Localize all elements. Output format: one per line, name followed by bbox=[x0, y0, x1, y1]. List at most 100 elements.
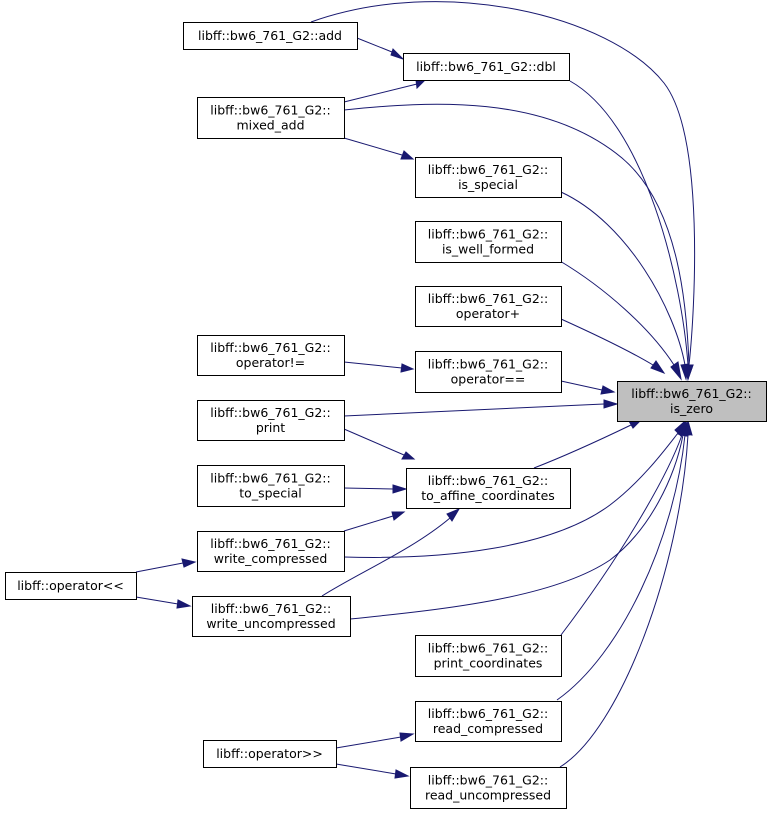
edge-line bbox=[343, 83, 418, 103]
edge-line bbox=[556, 434, 686, 701]
node-box bbox=[183, 22, 358, 50]
edge-write_uncompressed-to-is_zero bbox=[349, 420, 688, 620]
edge-line bbox=[343, 137, 403, 156]
edge-line bbox=[343, 432, 679, 558]
edge-line bbox=[343, 428, 405, 456]
node-label: is_special bbox=[458, 177, 518, 192]
node-box bbox=[203, 740, 337, 768]
node-box bbox=[197, 531, 345, 572]
edge-line bbox=[335, 736, 402, 749]
edge-operator_neq-to-operator_eq bbox=[343, 361, 415, 373]
edge-line bbox=[559, 434, 689, 768]
node-label: operator== bbox=[451, 372, 526, 387]
node-box bbox=[197, 465, 345, 507]
edge-line bbox=[343, 515, 394, 532]
node-write-compressed[interactable]: libff::bw6_761_G2::write_compressed bbox=[197, 531, 345, 572]
node-operator-rshift[interactable]: libff::operator>> bbox=[203, 740, 337, 768]
node-label: libff::operator<< bbox=[17, 578, 124, 593]
node-label: libff::bw6_761_G2:: bbox=[428, 227, 548, 242]
edge-line bbox=[310, 1, 696, 366]
edge-mixed_add-to-is_special bbox=[343, 137, 415, 160]
arrowhead-icon bbox=[600, 385, 616, 395]
node-read-compressed[interactable]: libff::bw6_761_G2::read_compressed bbox=[415, 701, 562, 742]
edge-line bbox=[343, 103, 690, 366]
arrowhead-icon bbox=[392, 484, 408, 494]
node-box bbox=[415, 351, 562, 393]
node-label: libff::bw6_761_G2:: bbox=[631, 386, 751, 401]
edge-print_coordinates-to-is_zero bbox=[560, 419, 687, 636]
arrowhead-icon bbox=[680, 363, 690, 381]
node-print-coordinates[interactable]: libff::bw6_761_G2::print_coordinates bbox=[415, 635, 562, 677]
edge-line bbox=[343, 361, 403, 369]
node-print[interactable]: libff::bw6_761_G2::print bbox=[197, 400, 345, 441]
arrowhead-icon bbox=[391, 511, 406, 521]
node-label: read_compressed bbox=[433, 721, 543, 736]
arrowhead-icon bbox=[446, 507, 461, 522]
node-label: libff::bw6_761_G2::add bbox=[198, 28, 342, 43]
arrowhead-icon bbox=[603, 399, 619, 409]
node-label: print_coordinates bbox=[434, 656, 543, 671]
node-operator-neq[interactable]: libff::bw6_761_G2::operator!= bbox=[197, 335, 345, 376]
node-label: libff::bw6_761_G2:: bbox=[211, 601, 331, 616]
edge-line bbox=[560, 191, 686, 366]
node-box bbox=[197, 97, 345, 139]
edge-operator_lshift-to-write_uncompressed bbox=[135, 596, 192, 609]
edge-line bbox=[356, 37, 393, 53]
node-box bbox=[403, 53, 570, 81]
node-box bbox=[5, 572, 137, 600]
edge-to_special-to-to_affine bbox=[343, 484, 408, 494]
node-write-uncompressed[interactable]: libff::bw6_761_G2::write_uncompressed bbox=[192, 596, 351, 637]
node-label: read_uncompressed bbox=[425, 788, 551, 803]
node-is-special[interactable]: libff::bw6_761_G2::is_special bbox=[415, 157, 562, 198]
node-box bbox=[415, 701, 562, 742]
edge-line bbox=[559, 260, 675, 366]
edge-add-to-dbl bbox=[356, 37, 404, 60]
edge-operator_lshift-to-write_compressed bbox=[135, 558, 197, 573]
node-box bbox=[617, 381, 767, 422]
edge-line bbox=[135, 596, 179, 605]
node-label: libff::bw6_761_G2:: bbox=[428, 473, 548, 488]
edge-line bbox=[533, 424, 632, 469]
node-read-uncompressed[interactable]: libff::bw6_761_G2::read_uncompressed bbox=[410, 767, 567, 809]
node-box bbox=[406, 468, 571, 509]
node-operator-eq[interactable]: libff::bw6_761_G2::operator== bbox=[415, 351, 562, 393]
node-to-special[interactable]: libff::bw6_761_G2::to_special bbox=[197, 465, 345, 507]
edge-line bbox=[560, 318, 654, 366]
node-label: libff::bw6_761_G2:: bbox=[210, 340, 330, 355]
arrowhead-icon bbox=[400, 363, 415, 373]
node-add[interactable]: libff::bw6_761_G2::add bbox=[183, 22, 358, 50]
edge-line bbox=[569, 80, 689, 366]
nodes-layer: libff::bw6_761_G2::is_zerolibff::bw6_761… bbox=[5, 22, 767, 809]
node-label: libff::bw6_761_G2:: bbox=[428, 291, 548, 306]
edge-operator_rshift-to-read_compressed bbox=[335, 732, 415, 749]
node-mixed-add[interactable]: libff::bw6_761_G2::mixed_add bbox=[197, 97, 345, 139]
node-box bbox=[410, 767, 567, 809]
node-label: libff::bw6_761_G2:: bbox=[428, 773, 548, 788]
edge-read_uncompressed-to-is_zero bbox=[559, 419, 693, 768]
edge-operator_plus-to-is_zero bbox=[560, 318, 666, 375]
edge-read_compressed-to-is_zero bbox=[556, 419, 690, 701]
node-label: libff::bw6_761_G2:: bbox=[210, 103, 330, 118]
node-label: libff::bw6_761_G2:: bbox=[428, 641, 548, 656]
node-label: write_compressed bbox=[214, 551, 328, 566]
edge-operator_rshift-to-read_uncompressed bbox=[335, 763, 410, 779]
node-to-affine[interactable]: libff::bw6_761_G2::to_affine_coordinates bbox=[406, 468, 571, 509]
node-label: libff::bw6_761_G2:: bbox=[210, 405, 330, 420]
node-label: to_special bbox=[239, 486, 301, 501]
node-is-well-formed[interactable]: libff::bw6_761_G2::is_well_formed bbox=[415, 221, 562, 263]
edge-line bbox=[349, 434, 684, 620]
node-box bbox=[415, 286, 562, 327]
node-dbl[interactable]: libff::bw6_761_G2::dbl bbox=[403, 53, 570, 81]
node-is-zero[interactable]: libff::bw6_761_G2::is_zero bbox=[617, 381, 767, 422]
arrowhead-icon bbox=[399, 732, 415, 742]
node-label: libff::bw6_761_G2:: bbox=[428, 357, 548, 372]
edges-layer bbox=[135, 1, 696, 779]
node-operator-plus[interactable]: libff::bw6_761_G2::operator+ bbox=[415, 286, 562, 327]
edge-is_special-to-is_zero bbox=[560, 191, 690, 381]
node-operator-lshift[interactable]: libff::operator<< bbox=[5, 572, 137, 600]
edge-write_compressed-to-to_affine bbox=[343, 511, 406, 532]
node-box bbox=[192, 596, 351, 637]
node-box bbox=[197, 400, 345, 441]
node-box bbox=[415, 635, 562, 677]
